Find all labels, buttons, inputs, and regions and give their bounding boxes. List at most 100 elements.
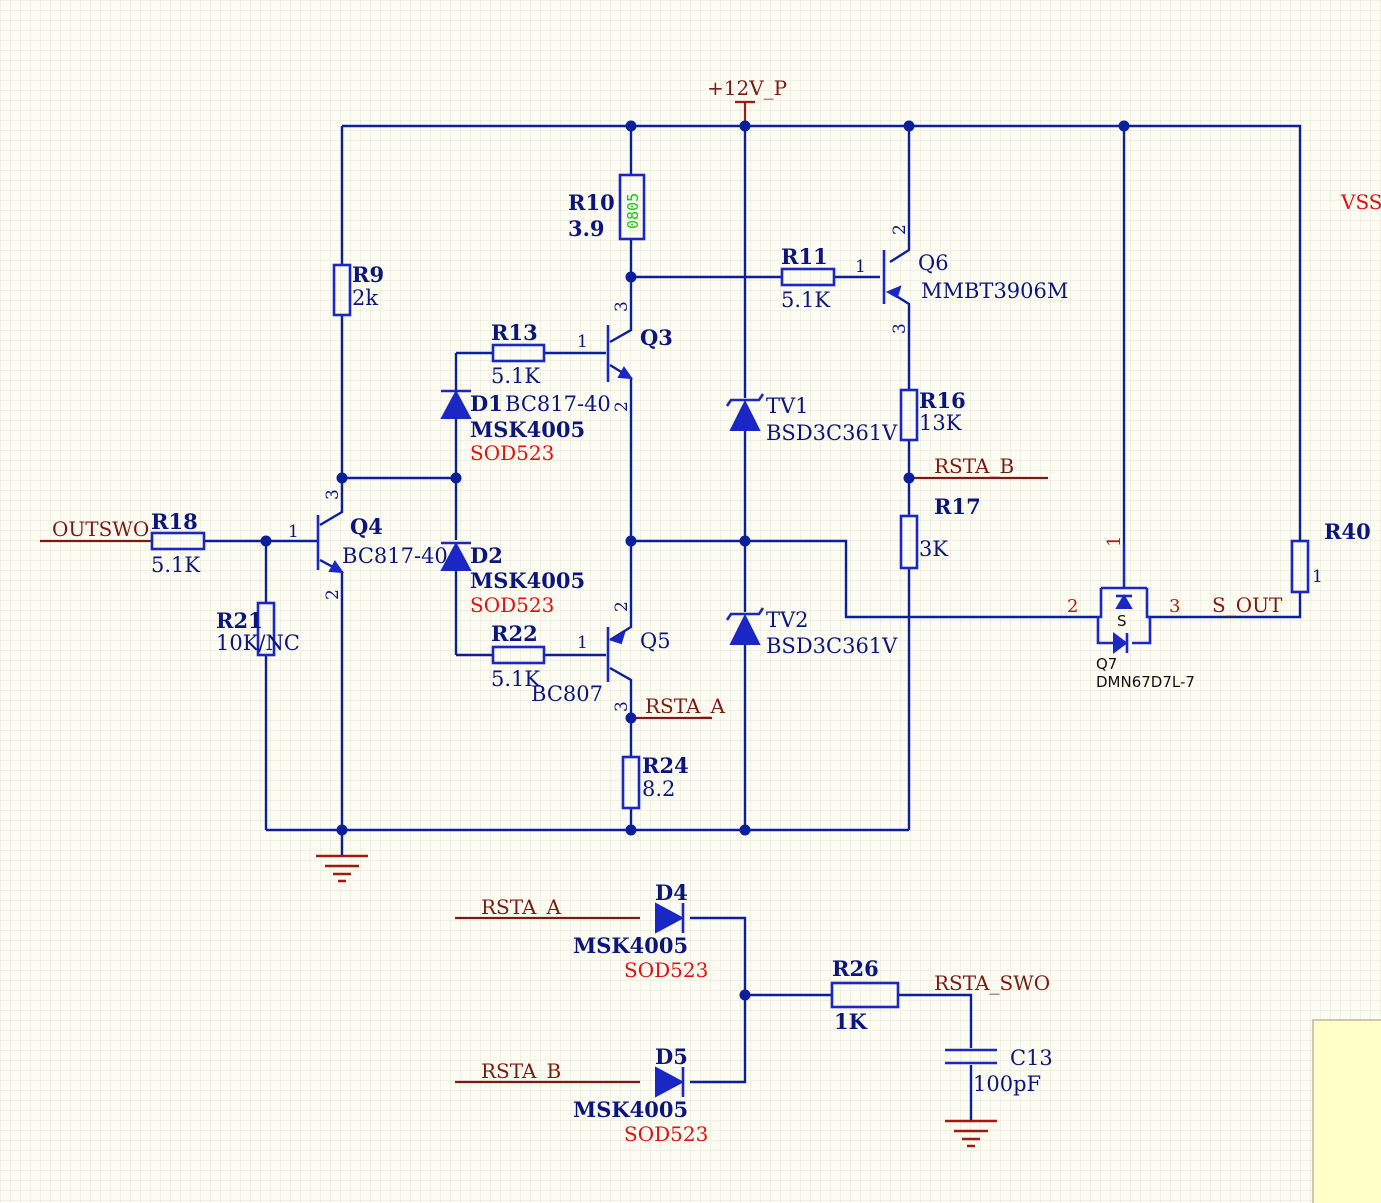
resistor-r40[interactable] <box>1290 520 1310 594</box>
q4-ref: Q4 <box>350 514 383 539</box>
net-label-rsta-b: RSTA_B <box>934 454 1014 478</box>
pin-number: 1 <box>1312 567 1323 587</box>
r10-value: 3.9 <box>568 216 605 241</box>
net-label-rsta-a: RSTA_A <box>645 694 725 718</box>
resistor-r17[interactable] <box>899 514 919 570</box>
mosfet-q7[interactable] <box>1096 545 1152 654</box>
pin-number: 1 <box>855 257 866 277</box>
pin-number: 1 <box>1104 536 1125 547</box>
r9-value: 2k <box>352 286 378 310</box>
q6-ref: Q6 <box>918 251 949 275</box>
pin-number: 2 <box>612 401 632 412</box>
d1-package: SOD523 <box>470 441 554 465</box>
resistor-r24[interactable] <box>621 755 641 810</box>
d2-value: MSK4005 <box>470 568 585 593</box>
resistor-r21[interactable] <box>256 601 276 657</box>
pin-number: 3 <box>323 489 343 500</box>
d4-ref: D4 <box>655 880 688 905</box>
pin-number: 2 <box>890 224 910 235</box>
d1-ref: D1 <box>470 391 503 416</box>
pin-numbers: 1 3 2 1 3 2 1 2 3 1 2 3 1 2 3 1 S <box>288 224 1323 712</box>
ground-symbol-c13 <box>945 1119 997 1148</box>
transistor-q4[interactable] <box>316 515 345 574</box>
tv1-ref: TV1 <box>766 394 809 418</box>
d4-package: SOD523 <box>624 958 708 982</box>
q6-value: MMBT3906M <box>921 279 1068 303</box>
r22-ref: R22 <box>491 621 538 646</box>
c13-value: 100pF <box>973 1072 1041 1096</box>
r16-value: 13K <box>919 411 962 435</box>
resistor-r18[interactable] <box>150 531 206 551</box>
r11-value: 5.1K <box>781 288 830 312</box>
net-label-outswo: OUTSWO <box>52 517 149 541</box>
pin-number: 1 <box>577 332 588 352</box>
tv2-ref: TV2 <box>766 608 809 632</box>
pin-number: 2 <box>612 601 632 612</box>
diode-d2[interactable] <box>440 541 472 571</box>
tv1-value: BSD3C361V <box>766 421 898 445</box>
pin-number: 2 <box>323 589 343 600</box>
transistor-q3[interactable] <box>606 325 634 382</box>
r24-value: 8.2 <box>642 777 675 801</box>
r10-footprint: 0805 <box>624 193 642 229</box>
net-label-power: +12V_P <box>707 76 787 100</box>
r10-ref: R10 <box>568 190 615 215</box>
r13-ref: R13 <box>491 320 538 345</box>
resistor-r26[interactable] <box>830 981 900 1009</box>
resistor-r9[interactable] <box>332 263 352 317</box>
q7-ref: Q7 <box>1096 655 1117 673</box>
resistor-r22[interactable] <box>491 645 546 665</box>
d1-value: MSK4005 <box>470 417 585 442</box>
r18-ref: R18 <box>151 509 198 534</box>
net-label-rsta-a-2: RSTA_A <box>481 895 561 919</box>
d2-ref: D2 <box>470 543 503 568</box>
r9-ref: R9 <box>352 262 384 287</box>
q3-ref: Q3 <box>640 325 673 350</box>
r13-value: 5.1K <box>491 364 540 388</box>
pin-number: 2 <box>1067 596 1078 617</box>
r17-value: 3K <box>919 537 948 561</box>
resistor-r13[interactable] <box>491 343 546 363</box>
d5-ref: D5 <box>655 1044 688 1069</box>
pin-number: 3 <box>612 301 632 312</box>
junctions <box>260 120 1130 1001</box>
capacitor-c13[interactable] <box>945 1048 997 1065</box>
ground-symbol-main <box>316 854 368 883</box>
r21-value: 10K/NC <box>216 631 300 655</box>
tvs-tv1[interactable] <box>725 393 765 431</box>
q7-value: DMN67D7L-7 <box>1096 673 1195 691</box>
r17-ref: R17 <box>934 494 981 519</box>
d5-package: SOD523 <box>624 1122 708 1146</box>
tvs-tv2[interactable] <box>725 607 765 645</box>
wires <box>40 100 1302 1120</box>
pin-number: 3 <box>612 701 632 712</box>
net-label-s-out: S_OUT <box>1212 593 1283 617</box>
resistor-r11[interactable] <box>780 267 836 287</box>
r22-value: 5.1K <box>491 667 540 691</box>
c13-ref: C13 <box>1010 1046 1053 1070</box>
pin-number: 1 <box>577 633 588 653</box>
resistor-r16[interactable] <box>899 388 919 442</box>
transistor-q5[interactable] <box>606 627 626 682</box>
diode-d1[interactable] <box>440 389 472 419</box>
net-label-rsta-swo: RSTA_SWO <box>934 971 1050 995</box>
q3-value: BC817-40 <box>505 392 611 416</box>
diode-d4[interactable] <box>655 902 685 934</box>
r18-value: 5.1K <box>151 553 200 577</box>
note-box <box>1312 1019 1381 1203</box>
pin-label-s: S <box>1117 612 1127 630</box>
resistor-r10[interactable] <box>618 173 646 241</box>
d5-value: MSK4005 <box>573 1097 688 1122</box>
diode-d5[interactable] <box>655 1066 685 1098</box>
r26-value: 1K <box>834 1009 868 1034</box>
net-label-vss: VSS <box>1340 190 1381 214</box>
r26-ref: R26 <box>832 956 879 981</box>
d2-package: SOD523 <box>470 593 554 617</box>
d4-value: MSK4005 <box>573 933 688 958</box>
tv2-value: BSD3C361V <box>766 634 898 658</box>
transistor-q6[interactable] <box>882 250 902 304</box>
pin-number: 3 <box>1169 596 1180 617</box>
q5-ref: Q5 <box>640 629 671 653</box>
r24-ref: R24 <box>642 753 689 778</box>
